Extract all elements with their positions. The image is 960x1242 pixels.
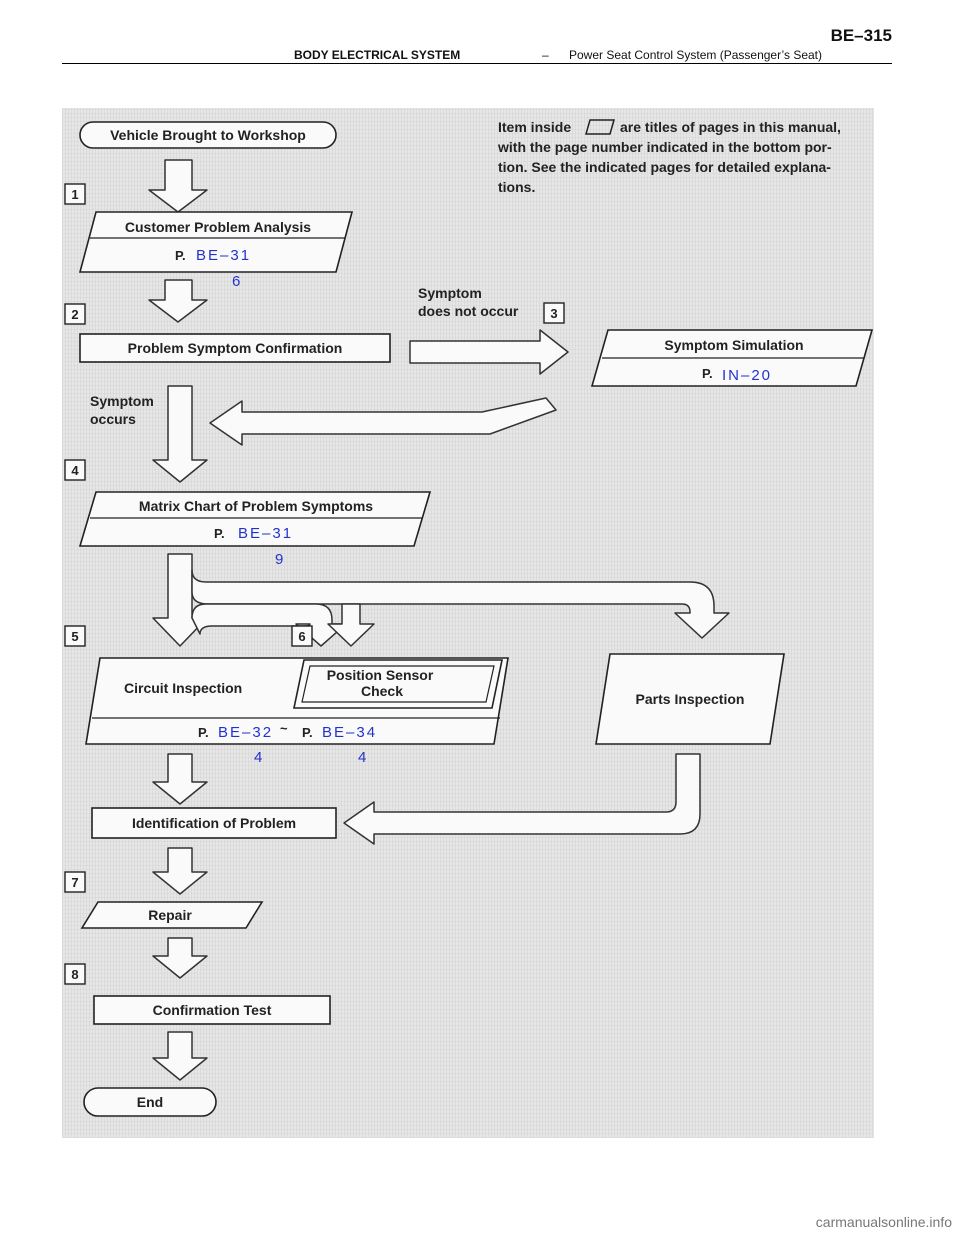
step-number-box: [64, 963, 86, 985]
simulation-label: Symptom Simulation: [664, 337, 803, 353]
simulation-ref-prefix: P.: [702, 366, 713, 381]
arrow-down: [148, 159, 208, 213]
section-title: BODY ELECTRICAL SYSTEM: [294, 48, 461, 62]
confirmation-test-label: Confirmation Test: [153, 1002, 272, 1018]
circuit-ref-2: BE–34: [322, 724, 377, 741]
arrow-right: [409, 329, 569, 375]
simulation-ref: IN–20: [722, 367, 772, 384]
step-number-box: [64, 459, 86, 481]
arrow-down: [152, 1031, 208, 1081]
parts-inspection-box: [595, 653, 785, 745]
parts-inspection-label: Parts Inspection: [636, 691, 745, 707]
identification-box: [91, 807, 337, 839]
arrow-down: [152, 385, 208, 483]
page-number: BE–315: [830, 26, 892, 45]
matrix-ref-2: 9: [275, 551, 285, 568]
note-line-1b: are titles of pages in this manual,: [620, 119, 841, 135]
step-number: 5: [71, 629, 78, 644]
start-terminal: [79, 121, 337, 149]
step-number: 4: [71, 463, 79, 478]
not-occur-line-1: Symptom: [418, 285, 482, 301]
watermark: carmanualsonline.info: [815, 1214, 952, 1230]
arrow-down: [152, 553, 208, 647]
step-number-box: [543, 302, 565, 324]
repair-label: Repair: [148, 907, 192, 923]
position-sensor-line-2: Check: [361, 683, 403, 699]
note-line-1: Item inside: [498, 119, 571, 135]
confirmation-box: [79, 333, 391, 363]
arrow-to-position-sensor: [191, 603, 347, 647]
arrow-down: [148, 279, 208, 323]
step-number: 6: [298, 629, 305, 644]
matrix-ref: BE–31: [238, 525, 293, 542]
customer-ref-prefix: P.: [175, 248, 186, 263]
customer-ref: BE–31: [196, 247, 251, 264]
arrow-down: [152, 937, 208, 979]
step-number-box: [64, 625, 86, 647]
position-sensor-box: [293, 659, 503, 709]
header-rule: [62, 63, 892, 64]
step-number-box: [64, 871, 86, 893]
step-number: 8: [71, 967, 78, 982]
customer-ref-2: 6: [232, 273, 242, 290]
flowchart-figure: Item inside are titles of pages in this …: [62, 108, 874, 1138]
matrix-ref-prefix: P.: [214, 526, 225, 541]
circuit-ref-2b: 4: [358, 749, 368, 766]
matrix-label: Matrix Chart of Problem Symptoms: [139, 498, 373, 514]
circuit-ref-1: BE–32: [218, 724, 273, 741]
arrow-return: [209, 397, 557, 446]
circuit-ref-prefix-2: P.: [302, 725, 313, 740]
arrow-down: [152, 847, 208, 895]
customer-analysis-box: [78, 211, 354, 273]
confirmation-test-box: [93, 995, 331, 1025]
step-number-box: [64, 183, 86, 205]
note-line-4: tions.: [498, 179, 535, 195]
position-sensor-line-1: Position Sensor: [327, 667, 434, 683]
circuit-ref-separator: ~: [280, 721, 288, 736]
step-number: 3: [550, 306, 557, 321]
not-occur-line-2: does not occur: [418, 303, 519, 319]
note-line-2: with the page number indicated in the bo…: [497, 139, 832, 155]
arrow-down: [327, 603, 375, 647]
matrix-box: [78, 491, 432, 547]
step-number: 2: [71, 307, 78, 322]
confirmation-label: Problem Symptom Confirmation: [128, 340, 343, 356]
circuit-inspection-label: Circuit Inspection: [124, 680, 242, 696]
header-separator: –: [542, 48, 549, 62]
end-label: End: [137, 1094, 163, 1110]
parallelogram-box-icon: [585, 119, 615, 135]
arrow-return: [343, 753, 701, 845]
end-terminal: [83, 1087, 217, 1117]
start-label: Vehicle Brought to Workshop: [110, 127, 306, 143]
repair-box: [80, 901, 264, 929]
identification-label: Identification of Problem: [132, 815, 296, 831]
customer-analysis-label: Customer Problem Analysis: [125, 219, 311, 235]
step-number-box: [64, 303, 86, 325]
circuit-ref-1b: 4: [254, 749, 264, 766]
step-number: 1: [71, 187, 78, 202]
arrow-to-parts: [191, 569, 730, 639]
step-number: 7: [71, 875, 78, 890]
step-number-box: [291, 625, 313, 647]
flowchart: Item inside are titles of pages in this …: [64, 119, 874, 1117]
circuit-ref-prefix-1: P.: [198, 725, 209, 740]
page-header: BODY ELECTRICAL SYSTEM – Power Seat Cont…: [62, 22, 892, 64]
occurs-line-1: Symptom: [90, 393, 154, 409]
arrow-down: [152, 753, 208, 805]
subsection-title: Power Seat Control System (Passenger’s S…: [569, 48, 823, 62]
occurs-line-2: occurs: [90, 411, 136, 427]
note-line-3: tion. See the indicated pages for detail…: [498, 159, 831, 175]
